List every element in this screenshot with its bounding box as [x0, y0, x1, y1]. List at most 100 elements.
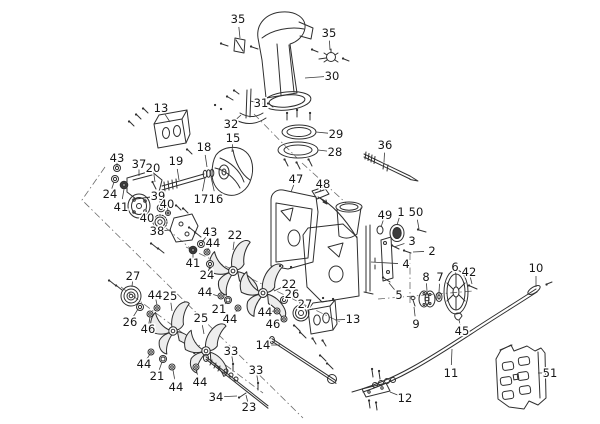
part-label-13: 13: [346, 312, 361, 326]
part-label-8: 8: [422, 270, 429, 284]
leader-line-34: [223, 395, 238, 398]
part-label-3: 3: [408, 234, 415, 248]
part-label-1: 1: [397, 205, 404, 219]
bearing-27-right: [292, 304, 310, 322]
cover-plate-38: [169, 213, 199, 243]
part-label-12: 12: [398, 391, 413, 405]
leader-line-41: [121, 188, 125, 200]
part-label-39: 39: [151, 189, 166, 203]
hardware-dark-washers-41: [119, 180, 198, 255]
part-label-25: 25: [163, 289, 178, 303]
tension-rod-36: [363, 151, 419, 182]
leader-line-44: [195, 369, 199, 377]
part-label-4: 4: [402, 257, 409, 271]
leader-line-19: [176, 168, 180, 181]
part-label-26: 26: [123, 315, 138, 329]
leader-line-45: [458, 319, 462, 327]
leader-line-43: [201, 236, 207, 243]
wheel-hub-8: [418, 290, 436, 308]
leader-line-28: [317, 149, 328, 152]
leader-line-13: [164, 114, 171, 123]
part-label-31: 31: [254, 96, 269, 110]
part-label-46: 46: [141, 322, 156, 336]
leader-line-4: [370, 261, 399, 264]
leader-line-44: [146, 353, 151, 360]
part-label-7: 7: [436, 270, 443, 284]
part-label-51: 51: [543, 366, 558, 380]
part-label-47: 47: [289, 172, 304, 186]
part-label-40: 40: [140, 211, 155, 225]
frame-bar-4: [363, 224, 394, 295]
leader-line-44: [269, 310, 276, 312]
axle-tube-14: [269, 336, 337, 384]
leader-line-35: [238, 26, 241, 39]
spring-12: [361, 377, 396, 398]
leader-line-8: [426, 283, 428, 292]
leader-line-42: [469, 277, 473, 285]
part-label-11: 11: [444, 366, 459, 380]
leader-line-29: [315, 131, 329, 134]
leader-line-47: [290, 184, 295, 193]
leader-line-25: [201, 325, 205, 335]
leader-line-9: [413, 306, 416, 317]
part-label-22: 22: [282, 277, 297, 291]
leader-line-17: [202, 177, 206, 192]
part-label-43: 43: [110, 151, 125, 165]
part-label-35: 35: [231, 12, 246, 26]
part-label-15: 15: [226, 131, 241, 145]
leader-line-24: [111, 181, 115, 189]
part-label-29: 29: [329, 127, 344, 141]
leader-line-21: [222, 301, 228, 307]
part-label-33: 33: [249, 363, 264, 377]
part-label-44: 44: [206, 236, 221, 250]
part-label-34: 34: [209, 390, 224, 404]
leader-line-32: [235, 114, 242, 121]
leader-line-20: [153, 174, 156, 183]
part-label-23: 23: [242, 400, 257, 414]
misc-screws: [107, 42, 553, 411]
washer-7: [435, 292, 443, 302]
leader-line-46: [148, 316, 151, 324]
part-label-19: 19: [169, 154, 184, 168]
chute-knob-right: [318, 48, 339, 63]
mount-bracket-13-lower: [307, 299, 338, 335]
leader-line-21: [158, 361, 163, 370]
part-label-27: 27: [126, 269, 141, 283]
part-label-42: 42: [462, 265, 477, 279]
leader-line-33: [231, 356, 234, 364]
part-label-49: 49: [378, 208, 393, 222]
part-label-6: 6: [451, 260, 458, 274]
chute-ring-28: [277, 141, 319, 159]
leader-line-27: [300, 305, 304, 309]
part-label-44: 44: [258, 305, 273, 319]
leader-line-35: [329, 40, 331, 51]
part-label-22: 22: [228, 228, 243, 242]
gear-40: [152, 214, 168, 230]
part-label-43: 43: [203, 225, 218, 239]
auger-shaft-19: [161, 168, 215, 192]
leader-line-11: [450, 348, 453, 366]
skid-panel-51: [495, 344, 547, 410]
part-label-24: 24: [103, 187, 118, 201]
part-label-27: 27: [298, 297, 313, 311]
part-label-44: 44: [169, 380, 184, 394]
part-label-20: 20: [146, 161, 161, 175]
bearing-27-left: [120, 285, 142, 307]
part-label-50: 50: [409, 205, 424, 219]
part-label-45: 45: [455, 324, 470, 338]
part-label-37: 37: [132, 157, 147, 171]
part-label-41: 41: [186, 256, 201, 270]
leader-line-26: [284, 295, 290, 300]
hardware-spacers-21: [159, 296, 232, 363]
chute-mount-bracket: [235, 88, 267, 124]
part-label-44: 44: [148, 288, 163, 302]
bolt-9: [410, 296, 416, 307]
part-label-9: 9: [412, 317, 419, 331]
leader-line-44: [155, 299, 158, 306]
leader-line-23: [245, 394, 249, 402]
part-label-36: 36: [378, 138, 393, 152]
leader-line-22: [273, 286, 283, 292]
